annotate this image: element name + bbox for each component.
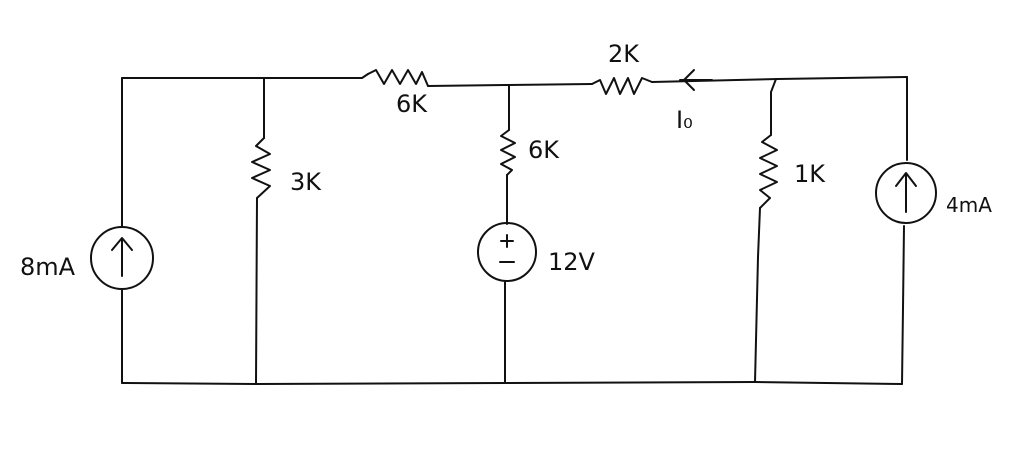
wire-top-left <box>121 73 369 79</box>
current-source-4ma <box>875 162 937 224</box>
wires <box>121 73 908 385</box>
wire-3k-branch <box>255 77 265 385</box>
arrow-up-icon <box>895 172 917 213</box>
wire-1k-branch <box>754 78 777 383</box>
current-source-8ma <box>90 226 154 290</box>
resistor-top-6k <box>367 69 429 87</box>
resistor-3k <box>251 137 271 199</box>
voltage-source-12v <box>477 222 537 282</box>
current-arrow-icon <box>679 69 713 91</box>
label-8ma: 8mA <box>20 253 76 281</box>
label-mid-6k: 6K <box>528 136 560 164</box>
label-2k: 2K <box>608 40 640 68</box>
label-3k: 3K <box>290 168 322 196</box>
wire-6k-branch <box>504 84 510 384</box>
label-io: I₀ <box>676 106 693 134</box>
wire-bottom-rail <box>121 381 903 385</box>
label-top-6k: 6K <box>396 90 428 118</box>
resistor-1k <box>759 134 778 209</box>
plus-icon <box>500 234 514 248</box>
arrow-up-icon <box>111 237 133 277</box>
resistor-mid-6k <box>500 129 516 176</box>
wire-source-right <box>901 76 908 385</box>
label-4ma: 4mA <box>946 193 992 217</box>
label-1k: 1K <box>794 160 826 188</box>
label-12v: 12V <box>548 248 596 276</box>
wire-top-mid <box>427 83 593 87</box>
resistor-top-2k <box>591 77 653 95</box>
